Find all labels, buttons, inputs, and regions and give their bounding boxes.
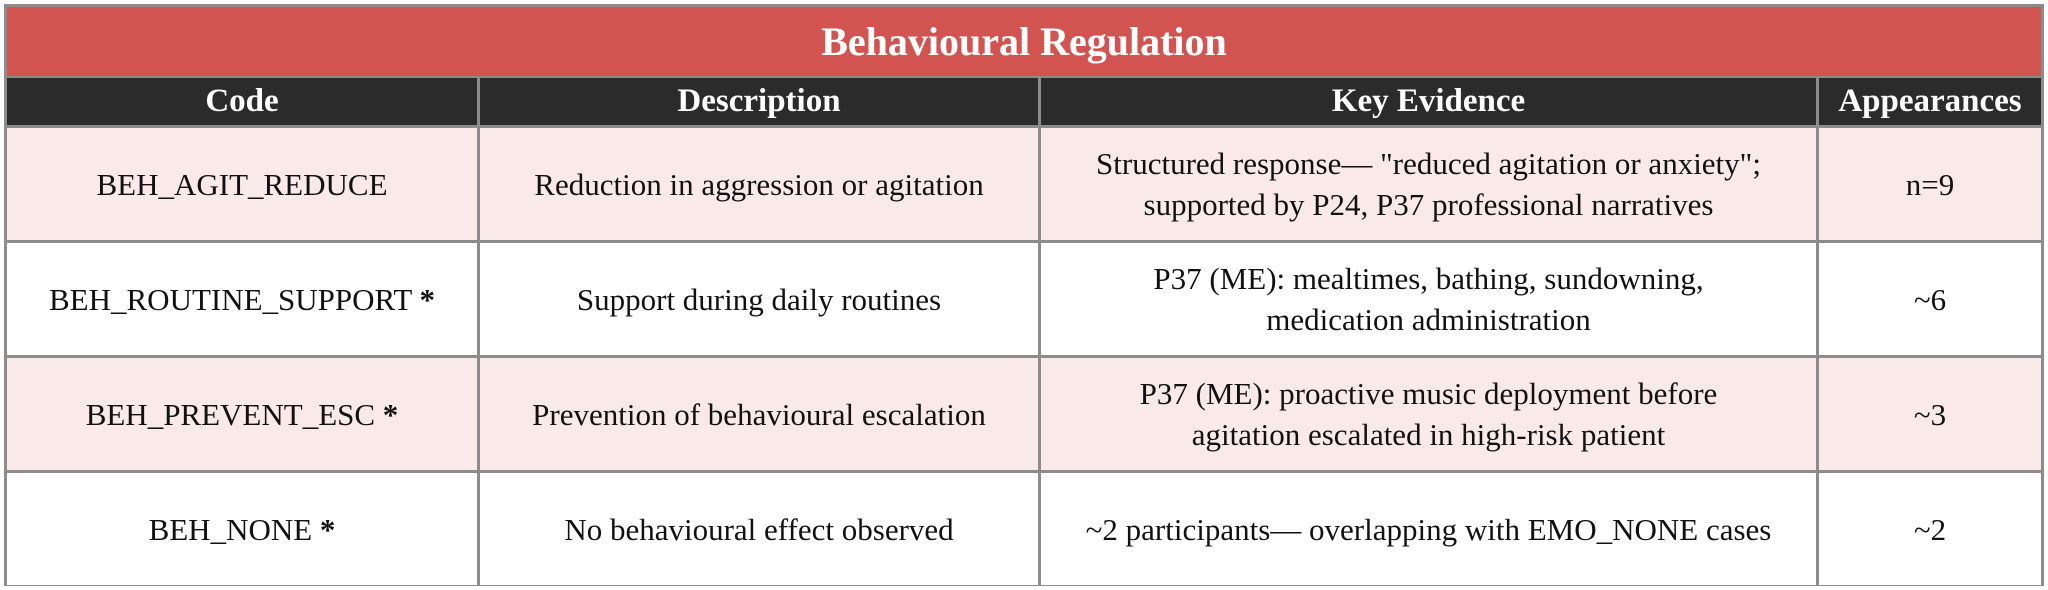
- code-text: BEH_AGIT_REDUCE: [96, 166, 388, 202]
- star-marker: *: [382, 396, 399, 432]
- description-cell: Reduction in aggression or agitation: [480, 128, 1041, 243]
- code-cell: BEH_NONE *: [7, 473, 480, 585]
- behavioural-regulation-table: Behavioural Regulation Code Description …: [4, 4, 2044, 586]
- evidence-line: P37 (ME): proactive music deployment bef…: [1139, 376, 1718, 411]
- appearances-cell: ~2: [1819, 473, 2041, 585]
- header-description: Description: [480, 78, 1041, 128]
- evidence-cell: P37 (ME): proactive music deployment bef…: [1041, 358, 1819, 473]
- evidence-line: medication administration: [1266, 302, 1591, 337]
- code-text: BEH_PREVENT_ESC: [85, 396, 376, 432]
- header-appearances: Appearances: [1819, 78, 2041, 128]
- code-cell: BEH_PREVENT_ESC *: [7, 358, 480, 473]
- star-marker: *: [419, 281, 435, 317]
- code-text: BEH_NONE: [148, 511, 313, 547]
- evidence-line: Structured response— "reduced agitation …: [1096, 146, 1761, 181]
- code-cell: BEH_ROUTINE_SUPPORT *: [7, 243, 480, 358]
- description-cell: Support during daily routines: [480, 243, 1041, 358]
- appearances-cell: ~3: [1819, 358, 2041, 473]
- evidence-cell: ~2 participants— overlapping with EMO_NO…: [1041, 473, 1819, 585]
- description-cell: No behavioural effect observed: [480, 473, 1041, 585]
- appearances-cell: ~6: [1819, 243, 2041, 358]
- code-text: BEH_ROUTINE_SUPPORT: [49, 281, 412, 317]
- evidence-line: ~2 participants— overlapping with EMO_NO…: [1085, 511, 1772, 547]
- evidence-line: supported by P24, P37 professional narra…: [1143, 187, 1714, 222]
- header-key-evidence: Key Evidence: [1041, 78, 1819, 128]
- evidence-line: P37 (ME): mealtimes, bathing, sundowning…: [1153, 261, 1704, 296]
- description-cell: Prevention of behavioural escalation: [480, 358, 1041, 473]
- evidence-cell: Structured response— "reduced agitation …: [1041, 128, 1819, 243]
- star-marker: *: [319, 511, 336, 547]
- header-code: Code: [7, 78, 480, 128]
- table-grid: Code Description Key Evidence Appearance…: [7, 78, 2041, 585]
- appearances-cell: n=9: [1819, 128, 2041, 243]
- code-cell: BEH_AGIT_REDUCE: [7, 128, 480, 243]
- table-title: Behavioural Regulation: [7, 7, 2041, 78]
- evidence-line: agitation escalated in high-risk patient: [1191, 417, 1666, 452]
- evidence-cell: P37 (ME): mealtimes, bathing, sundowning…: [1041, 243, 1819, 358]
